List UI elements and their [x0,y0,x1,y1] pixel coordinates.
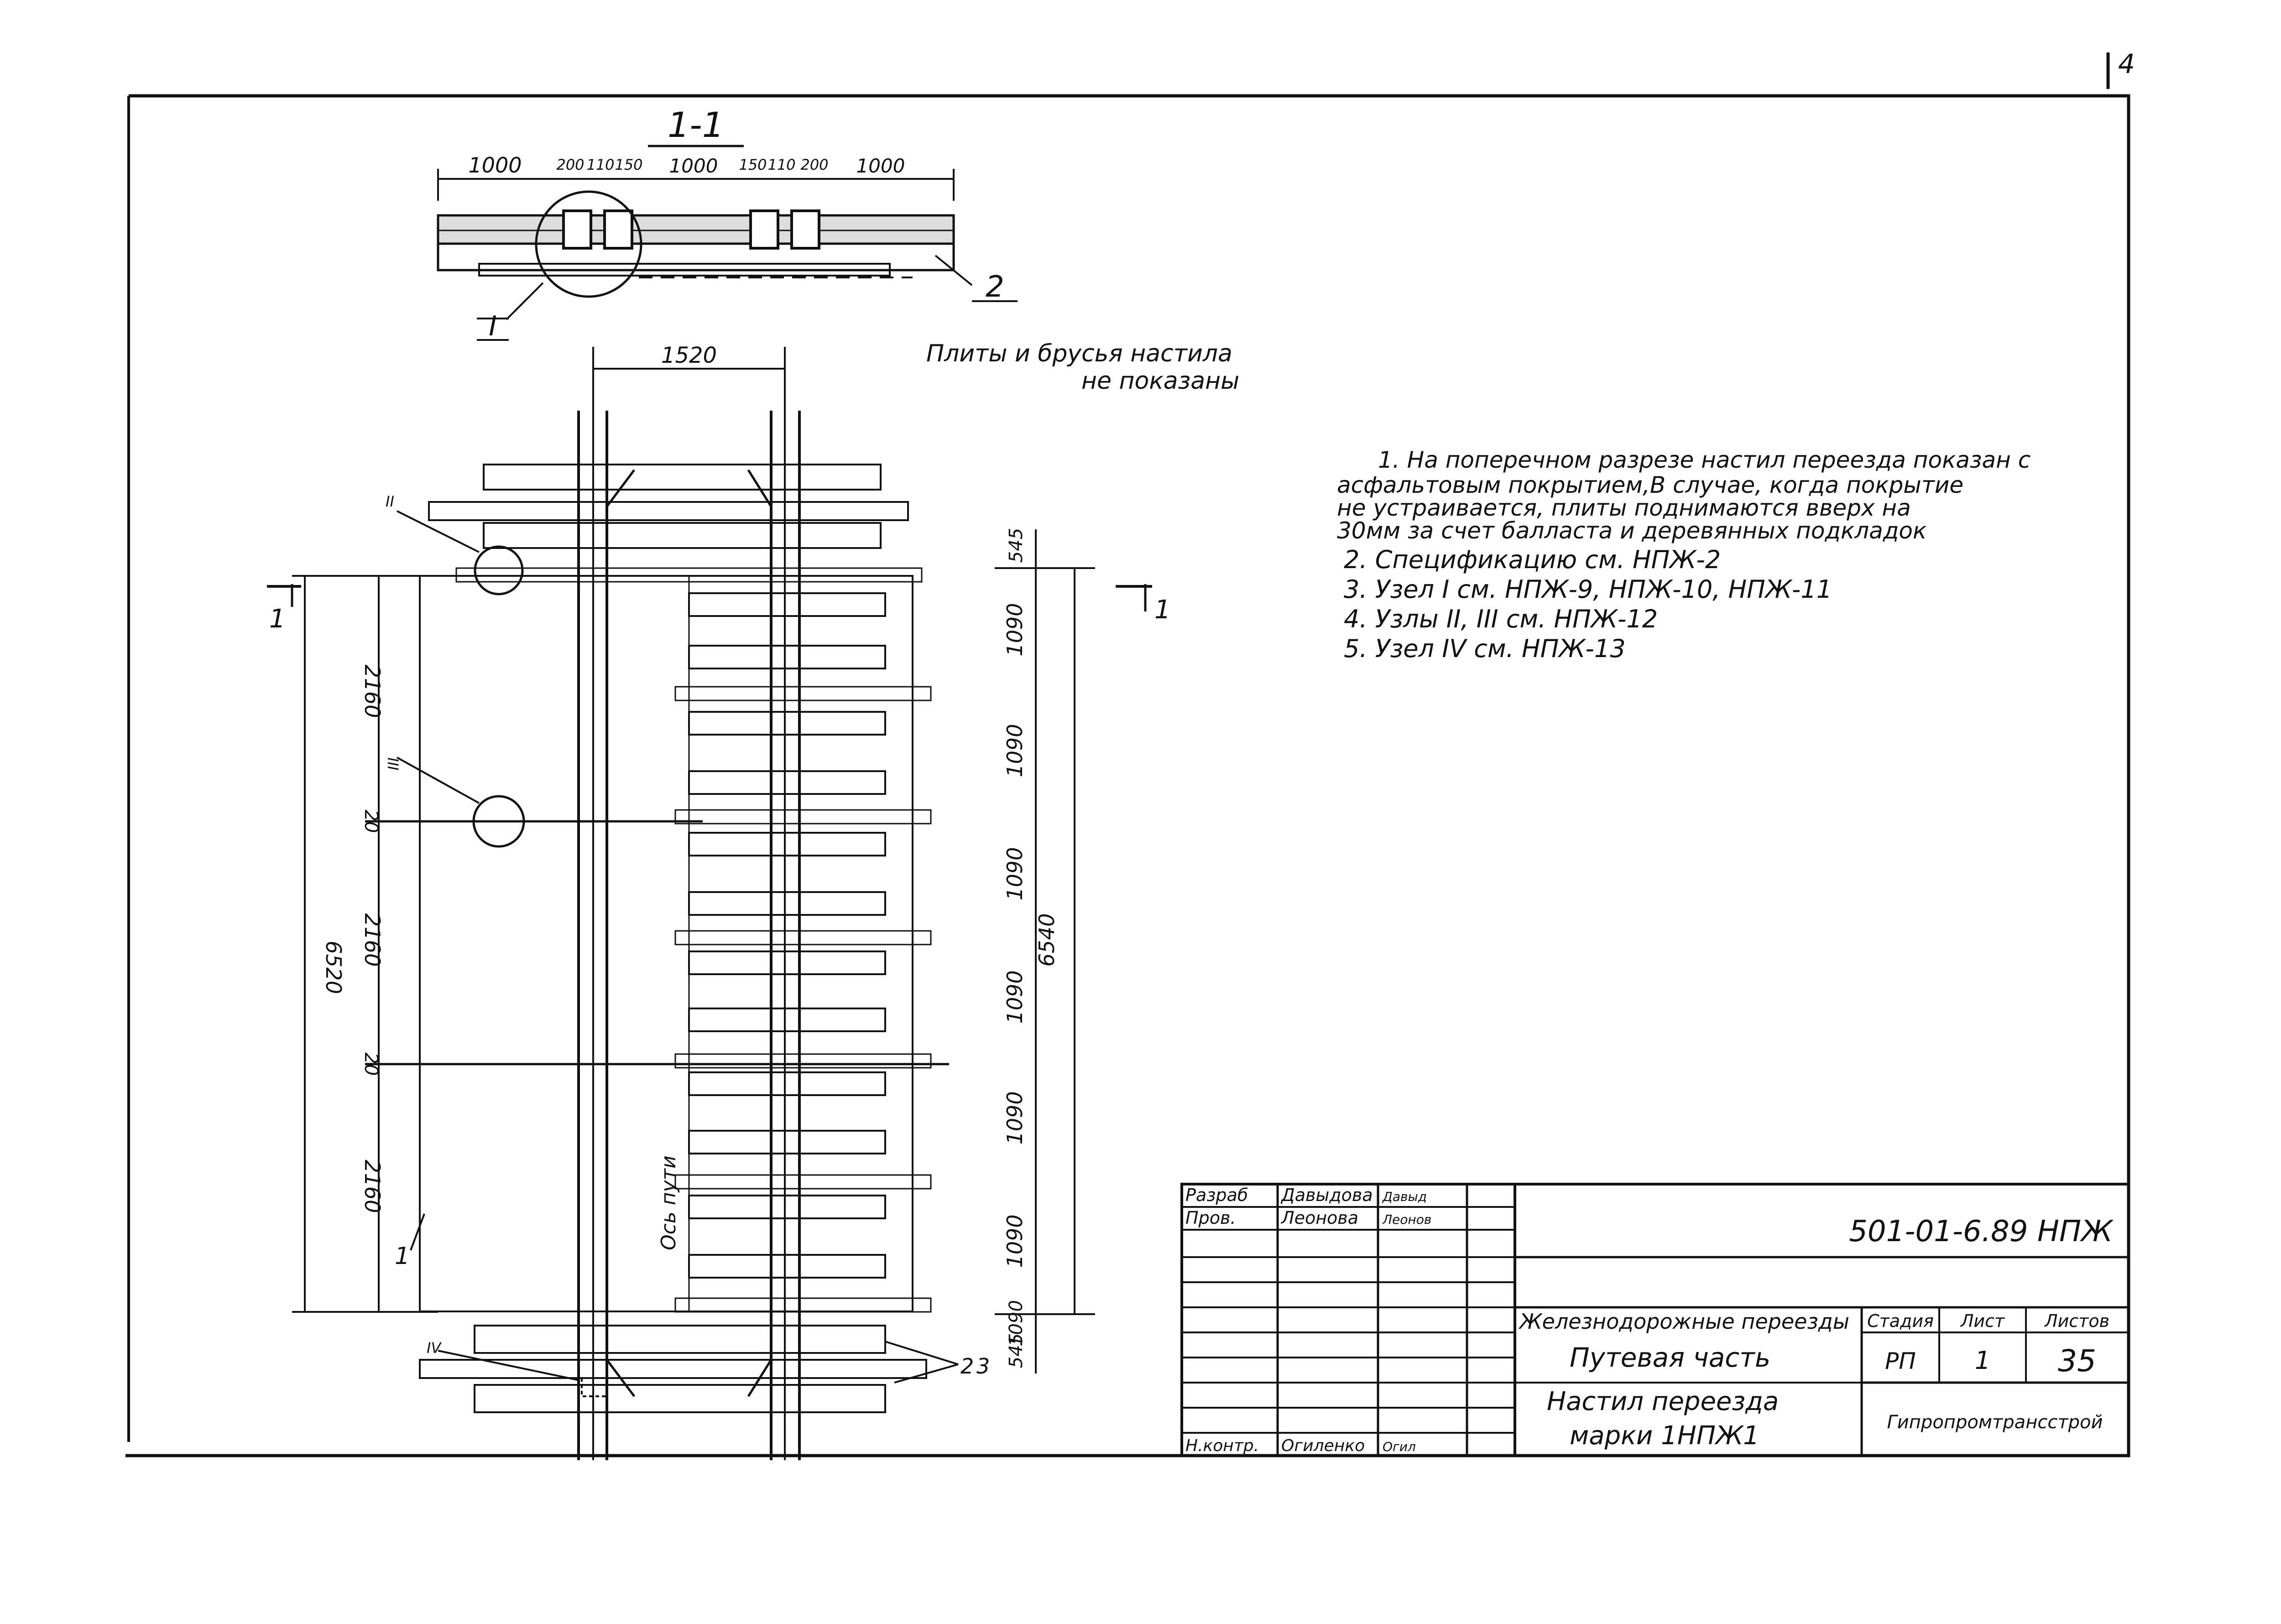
section-sleeper [478,263,891,277]
tb-project: Железнодорожные переезды [1518,1309,1849,1334]
section-dim-5: 1000 [669,155,718,177]
note-line-4: 30мм за счет балласта и деревянных подкл… [1337,517,1926,544]
note-line-7: 4. Узлы II, III см. НПЖ-12 [1344,605,1658,633]
plan-leader-3: 3 [976,1354,990,1379]
section-dim-3: 110 [586,156,614,173]
right-dim-5: 1090 [1002,970,1027,1023]
note-line-5: 2. Спецификацию см. НПЖ-2 [1344,545,1721,574]
tb-document-code: 501-01-6.89 НПЖ [1849,1215,2114,1248]
left-dim-1: 2160 [360,664,385,718]
page-number: 4 [2118,48,2135,79]
tb-sheet-number: 1 [1975,1346,1990,1375]
tb-role-1: Разраб [1185,1185,1248,1205]
section-rail-left-outer [562,209,592,250]
section-dim-7: 110 [767,156,795,173]
section-dim-8: 200 [800,156,828,173]
section-dim-1: 1000 [468,153,522,178]
tb-sheet-title-1: Настил переезда [1547,1387,1779,1416]
section-dim-9: 1000 [856,155,905,177]
node-iii-circle [472,795,525,848]
section-rail-left-inner [603,209,633,250]
section-dim-4: 150 [615,156,642,173]
right-dim-7: 1090 [1002,1214,1027,1268]
left-total-dim: 6520 [321,940,346,994]
note-line-1: 1. На поперечном разрезе настил переезда… [1378,447,2030,473]
section-dim-2: 200 [556,156,584,173]
tb-stage-label: Стадия [1867,1311,1934,1331]
node-ii-label: II [386,493,394,510]
section-base [437,242,955,272]
right-dim-1: 545 [1006,528,1027,563]
tb-organization: Гипропромтрансстрой [1887,1412,2103,1433]
section-marker-left: 1 [269,604,286,634]
right-dim-9: 545 [1006,1333,1027,1368]
tb-sheets-label: Листов [2044,1311,2109,1331]
tb-stage: РП [1885,1348,1916,1374]
section-leader-2: 2 [986,270,1004,304]
left-dim-2: 20 [360,810,381,833]
section-slab [437,214,955,245]
caption-line-1: Плиты и брусья настила [926,340,1232,367]
note-line-3: не устраивается, плиты поднимаются вверх… [1337,495,1911,521]
tb-sheets-total: 35 [2058,1343,2096,1379]
section-marker-right: 1 [1154,595,1171,625]
left-dim-4: 20 [360,1053,381,1076]
node-iv-marker [581,1377,608,1397]
node-iv-label: IV [427,1339,442,1357]
note-line-8: 5. Узел IV см. НПЖ-13 [1344,634,1626,663]
tb-sign-3: Огил [1383,1439,1416,1454]
tb-name-3: Огиленко [1281,1436,1365,1455]
title-block: Разраб Давыдова Давыд Пров. Леонова Леон… [1180,1183,2130,1457]
section-dim-6: 150 [739,156,767,173]
plan-rails [577,411,801,1460]
caption-line-2: не показаны [1081,367,1239,395]
section-rail-right-inner [749,209,779,250]
notes: 1. На поперечном разрезе настил переезда… [1337,447,2030,663]
right-dim-6: 1090 [1002,1091,1027,1144]
right-total-dim: 6540 [1034,913,1059,966]
right-dim-2: 1090 [1002,603,1027,656]
right-dim-3: 1090 [1002,724,1027,777]
node-ii-circle [474,545,524,595]
sheet-frame [125,94,2130,1457]
node-i-label: I [489,310,497,342]
tb-name-2: Леонова [1280,1208,1358,1228]
right-dim-8: 1090 [1006,1300,1027,1347]
plan-view: 1520 [267,343,1171,1460]
right-dim-4: 1090 [1002,847,1027,900]
section-1-1: 1-1 1000 200 110 150 1000 150 110 200 10… [437,104,1018,342]
section-rail-right-outer [790,209,820,250]
tb-name-1: Давыдова [1280,1185,1373,1205]
left-dim-5: 2160 [360,1159,385,1213]
tb-sign-1: Давыд [1382,1189,1427,1204]
note-line-6: 3. Узел I см. НПЖ-9, НПЖ-10, НПЖ-11 [1344,575,1832,604]
tb-sign-2: Леонов [1382,1212,1431,1227]
tb-role-2: Пров. [1185,1208,1236,1228]
gauge-dim: 1520 [661,343,717,368]
section-title: 1-1 [668,104,724,145]
tb-part: Путевая часть [1570,1342,1770,1373]
plan-leader-1: 1 [395,1243,410,1270]
node-iii-label: III [384,757,402,770]
left-dim-3: 2160 [360,913,385,966]
note-line-2: асфальтовым покрытием,В случае, когда по… [1337,472,1963,498]
tb-sheet-label: Лист [1960,1311,2005,1331]
node-i-circle [535,190,642,298]
tb-sheet-title-2: марки 1НПЖ1 [1570,1421,1759,1451]
plan-leader-2: 2 [960,1354,974,1379]
track-axis-label: Ось пути [657,1155,680,1250]
plan-sleepers [419,464,932,1413]
tb-role-3: Н.контр. [1185,1436,1259,1455]
